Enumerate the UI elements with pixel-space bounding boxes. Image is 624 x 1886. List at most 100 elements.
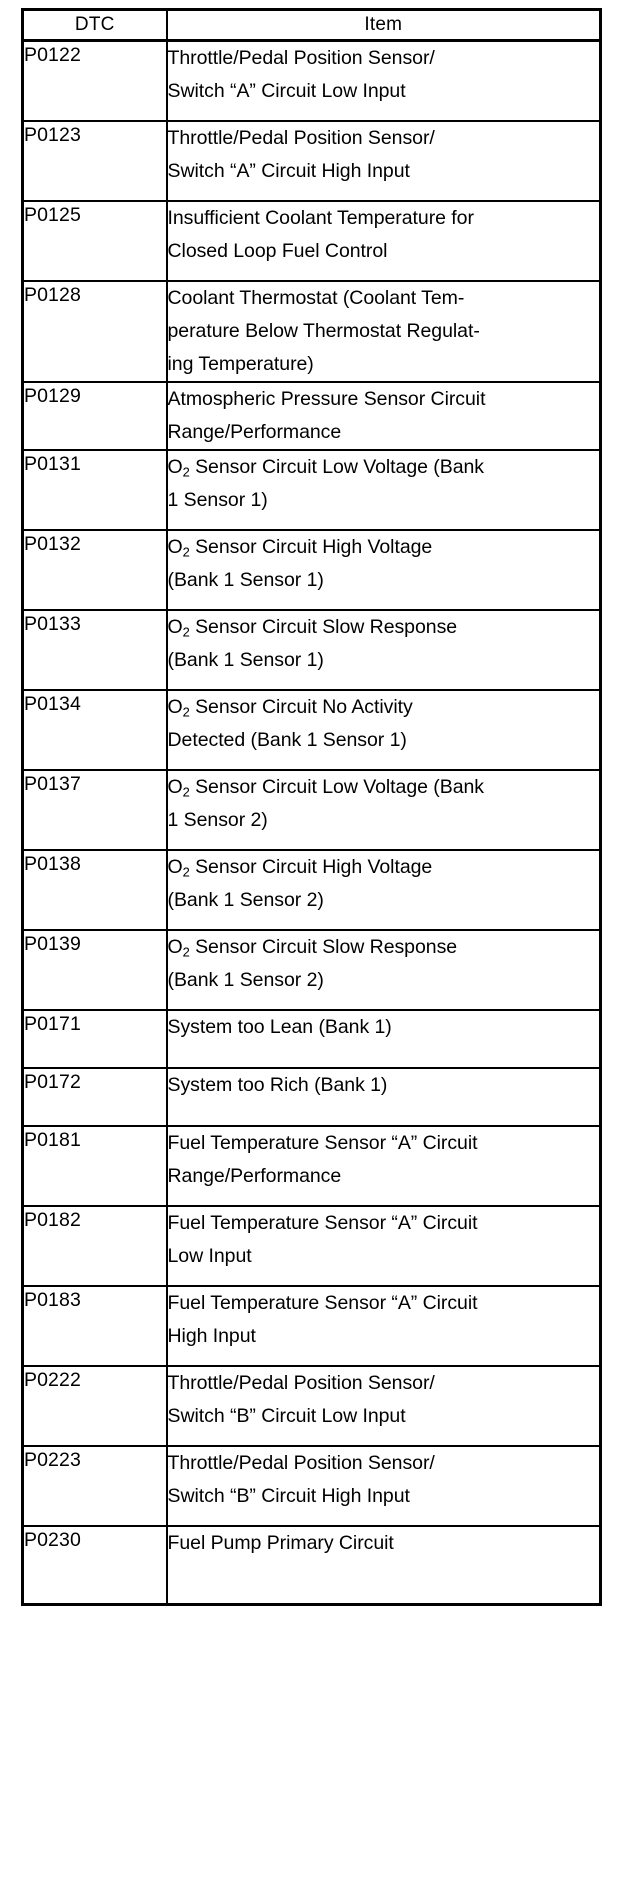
item-description-line: System too Lean (Bank 1) [167, 1016, 392, 1038]
dtc-code-cell: P0222 [21, 1365, 168, 1447]
item-description-cell: O2 Sensor Circuit Low Voltage (Bank 1 Sen… [165, 449, 602, 531]
item-description-cell: Coolant Thermostat (Coolant Tem-perature… [165, 280, 602, 383]
dtc-code-cell: P0183 [21, 1285, 168, 1367]
item-description-line: Detected (Bank 1 Sensor 1) [167, 729, 407, 751]
dtc-code-cell: P0123 [21, 120, 168, 202]
item-description-line: Atmospheric Pressure Sensor Circuit [167, 388, 486, 410]
dtc-code-cell: P0230 [21, 1525, 168, 1606]
item-description-cell: System too Rich (Bank 1) [165, 1067, 602, 1127]
item-description-line: 1 Sensor 2) [167, 809, 268, 831]
item-description-line: O2 Sensor Circuit No Activity [167, 696, 413, 720]
dtc-code-cell: P0125 [21, 200, 168, 282]
item-description-line: perature Below Thermostat Regulat- [167, 320, 480, 342]
item-description-line: Switch “B” Circuit High Input [167, 1485, 410, 1507]
item-description-cell: O2 Sensor Circuit Slow Response (Bank 1 S… [165, 609, 602, 691]
item-description-line: (Bank 1 Sensor 2) [167, 889, 324, 911]
dtc-code-cell: P0171 [21, 1009, 168, 1069]
dtc-code-cell: P0172 [21, 1067, 168, 1127]
item-description-line: Range/Performance [167, 421, 342, 443]
item-description-line: (Bank 1 Sensor 1) [167, 569, 324, 591]
dtc-code-cell: P0137 [21, 769, 168, 851]
item-description-cell: Fuel Pump Primary Circuit [165, 1525, 602, 1606]
item-description-line: Switch “A” Circuit High Input [167, 160, 410, 182]
dtc-code-cell: P0128 [21, 280, 168, 383]
item-description-line: 1 Sensor 1) [167, 489, 268, 511]
item-description-line: O2 Sensor Circuit Low Voltage (Bank [167, 456, 485, 480]
item-description-cell: Throttle/Pedal Position Sensor/Switch “A… [165, 39, 602, 122]
table-header: DTC Item [21, 8, 602, 42]
item-description-line: Insufficient Coolant Temperature for [167, 207, 474, 229]
item-description-line: O2 Sensor Circuit High Voltage [167, 856, 433, 880]
item-description-line: O2 Sensor Circuit Low Voltage (Bank [167, 776, 485, 800]
item-description-line: Fuel Temperature Sensor “A” Circuit [167, 1292, 478, 1314]
dtc-code-cell: P0122 [21, 39, 168, 122]
item-description-line: System too Rich (Bank 1) [167, 1074, 388, 1096]
item-description-line: High Input [167, 1325, 256, 1347]
item-description-line: Throttle/Pedal Position Sensor/ [167, 1452, 435, 1474]
item-description-cell: O2 Sensor Circuit Slow Response (Bank 1 S… [165, 929, 602, 1011]
item-description-line: Fuel Temperature Sensor “A” Circuit [167, 1132, 478, 1154]
item-description-line: Throttle/Pedal Position Sensor/ [167, 127, 435, 149]
item-description-line: Fuel Pump Primary Circuit [167, 1532, 394, 1554]
item-description-line: O2 Sensor Circuit Slow Response [167, 936, 458, 960]
item-description-line: Closed Loop Fuel Control [167, 240, 388, 262]
dtc-code-cell: P0134 [21, 689, 168, 771]
dtc-code-cell: P0132 [21, 529, 168, 611]
item-description-line: (Bank 1 Sensor 2) [167, 969, 324, 991]
item-description-cell: O2 Sensor Circuit High Voltage(Bank 1 Se… [165, 529, 602, 611]
item-description-line: (Bank 1 Sensor 1) [167, 649, 324, 671]
item-description-cell: O2 Sensor Circuit High Voltage (Bank 1 Se… [165, 849, 602, 931]
item-description-cell: Throttle/Pedal Position Sensor/Switch “A… [165, 120, 602, 202]
dtc-code-cell: P0223 [21, 1445, 168, 1527]
item-description-line: O2 Sensor Circuit Slow Response [167, 616, 458, 640]
item-description-line: Fuel Temperature Sensor “A” Circuit [167, 1212, 478, 1234]
item-description-cell: Throttle/Pedal Position Sensor/Switch “B… [165, 1365, 602, 1447]
dtc-code-cell: P0138 [21, 849, 168, 931]
item-description-cell: Throttle/Pedal Position Sensor/Switch “B… [165, 1445, 602, 1527]
item-description-line: Throttle/Pedal Position Sensor/ [167, 47, 435, 69]
dtc-code-cell: P0181 [21, 1125, 168, 1207]
item-description-line: Low Input [167, 1245, 252, 1267]
dtc-code-cell: P0129 [21, 381, 168, 451]
item-description-line: Switch “A” Circuit Low Input [167, 80, 406, 102]
table-header-row: DTC Item [21, 8, 602, 42]
item-description-line: ing Temperature) [167, 353, 314, 375]
dtc-code-cell: P0139 [21, 929, 168, 1011]
dtc-code-cell: P0133 [21, 609, 168, 691]
item-description-cell: O2 Sensor Circuit Low Voltage (Bank 1 Sen… [165, 769, 602, 851]
item-description-line: Coolant Thermostat (Coolant Tem- [167, 287, 465, 309]
dtc-code-cell: P0182 [21, 1205, 168, 1287]
column-header-dtc: DTC [21, 8, 168, 42]
column-header-item: Item [165, 8, 602, 42]
item-description-line: Switch “B” Circuit Low Input [167, 1405, 406, 1427]
